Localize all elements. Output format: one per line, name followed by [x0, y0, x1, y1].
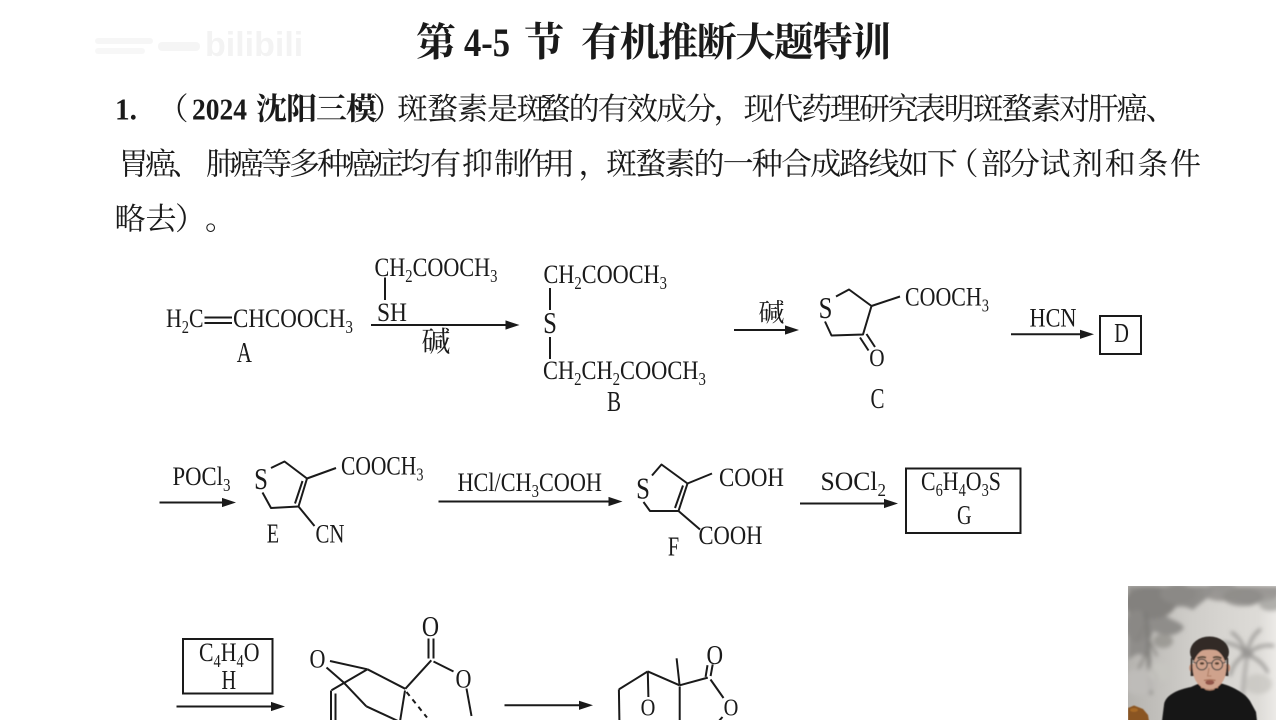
svg-text:D: D [1114, 319, 1129, 348]
svg-text:F: F [668, 533, 679, 562]
svg-text:1.: 1. [115, 92, 137, 127]
svg-text:C6H4O3S: C6H4O3S [921, 467, 1001, 500]
svg-text:G: G [957, 501, 972, 530]
svg-text:O: O [310, 646, 326, 674]
svg-text:HCl/CH3COOH: HCl/CH3COOH [458, 468, 602, 501]
svg-text:O: O [456, 666, 472, 694]
svg-text:S: S [636, 472, 650, 506]
svg-text:O: O [422, 611, 439, 642]
svg-text:HCN: HCN [1030, 304, 1077, 333]
svg-text:CH2COOCH3: CH2COOCH3 [544, 260, 667, 293]
svg-text:B: B [607, 387, 621, 418]
svg-text:SOCl2: SOCl2 [821, 467, 886, 500]
svg-text:E: E [267, 520, 279, 549]
svg-text:2024: 2024 [192, 93, 247, 127]
svg-text:H2C: H2C [166, 304, 203, 337]
svg-text:COOCH3: COOCH3 [905, 283, 989, 316]
svg-text:S: S [254, 462, 268, 496]
svg-text:COOH: COOH [719, 464, 784, 493]
svg-text:COOH: COOH [699, 521, 763, 550]
svg-text:C: C [871, 384, 885, 415]
svg-text:bilibili: bilibili [205, 26, 303, 64]
svg-text:O: O [641, 694, 656, 720]
svg-text:COOCH3: COOCH3 [341, 451, 423, 484]
svg-text:S: S [819, 291, 833, 325]
svg-text:O: O [869, 344, 884, 372]
svg-text:CHCOOCH3: CHCOOCH3 [233, 305, 353, 338]
svg-text:POCl3: POCl3 [173, 462, 231, 495]
svg-text:CH2COOCH3: CH2COOCH3 [375, 253, 498, 286]
svg-text:O: O [707, 641, 724, 670]
svg-text:CN: CN [316, 520, 345, 549]
svg-text:A: A [237, 338, 252, 369]
svg-text:4-5: 4-5 [464, 22, 510, 66]
svg-text:C4H4O: C4H4O [199, 638, 259, 671]
svg-text:H: H [222, 666, 237, 695]
svg-text:CH2CH2COOCH3: CH2CH2COOCH3 [543, 356, 706, 389]
svg-text:O: O [724, 694, 739, 720]
svg-text:S: S [543, 306, 557, 340]
svg-text:SH: SH [377, 299, 407, 328]
